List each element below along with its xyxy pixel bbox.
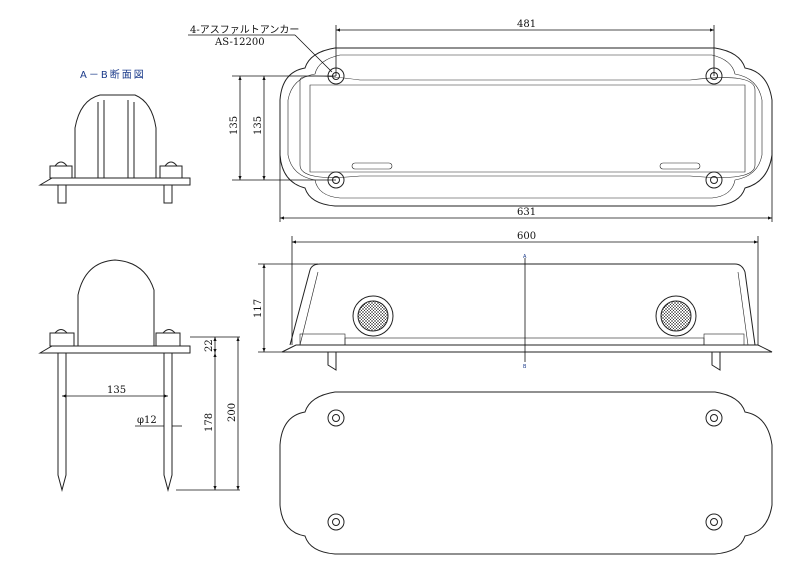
- dim-section-flange: 22: [204, 339, 215, 352]
- anchor-model: AS-12200: [214, 37, 265, 48]
- dim-section-anchor-length: 178: [204, 413, 215, 432]
- section-title: A－B断面図: [80, 68, 146, 81]
- dim-side-height: 117: [253, 299, 264, 318]
- bottom-view: [279, 391, 773, 555]
- section-view-ab: A－B断面図: [38, 68, 191, 204]
- section-mark-a: A: [523, 254, 527, 260]
- dim-section-total-height: 200: [227, 403, 238, 422]
- dim-top-width-outer: 631: [517, 207, 536, 218]
- dim-top-width-inner: 481: [517, 19, 536, 30]
- dim-top-height-outer: 135: [229, 116, 240, 135]
- dim-section-pitch: 135: [107, 385, 126, 396]
- side-view: A B 600 117: [253, 231, 773, 371]
- section-mark-b: B: [523, 364, 527, 370]
- dim-top-height-inner: 135: [253, 116, 264, 135]
- top-view: 4-アスファルトアンカー AS-12200 481 631 135 135: [188, 19, 773, 222]
- dim-side-width: 600: [517, 231, 536, 242]
- section-view-detail: 135 φ12 22 178 200: [38, 259, 240, 492]
- anchor-label: 4-アスファルトアンカー: [190, 24, 299, 36]
- dim-section-diameter: φ12: [137, 415, 157, 426]
